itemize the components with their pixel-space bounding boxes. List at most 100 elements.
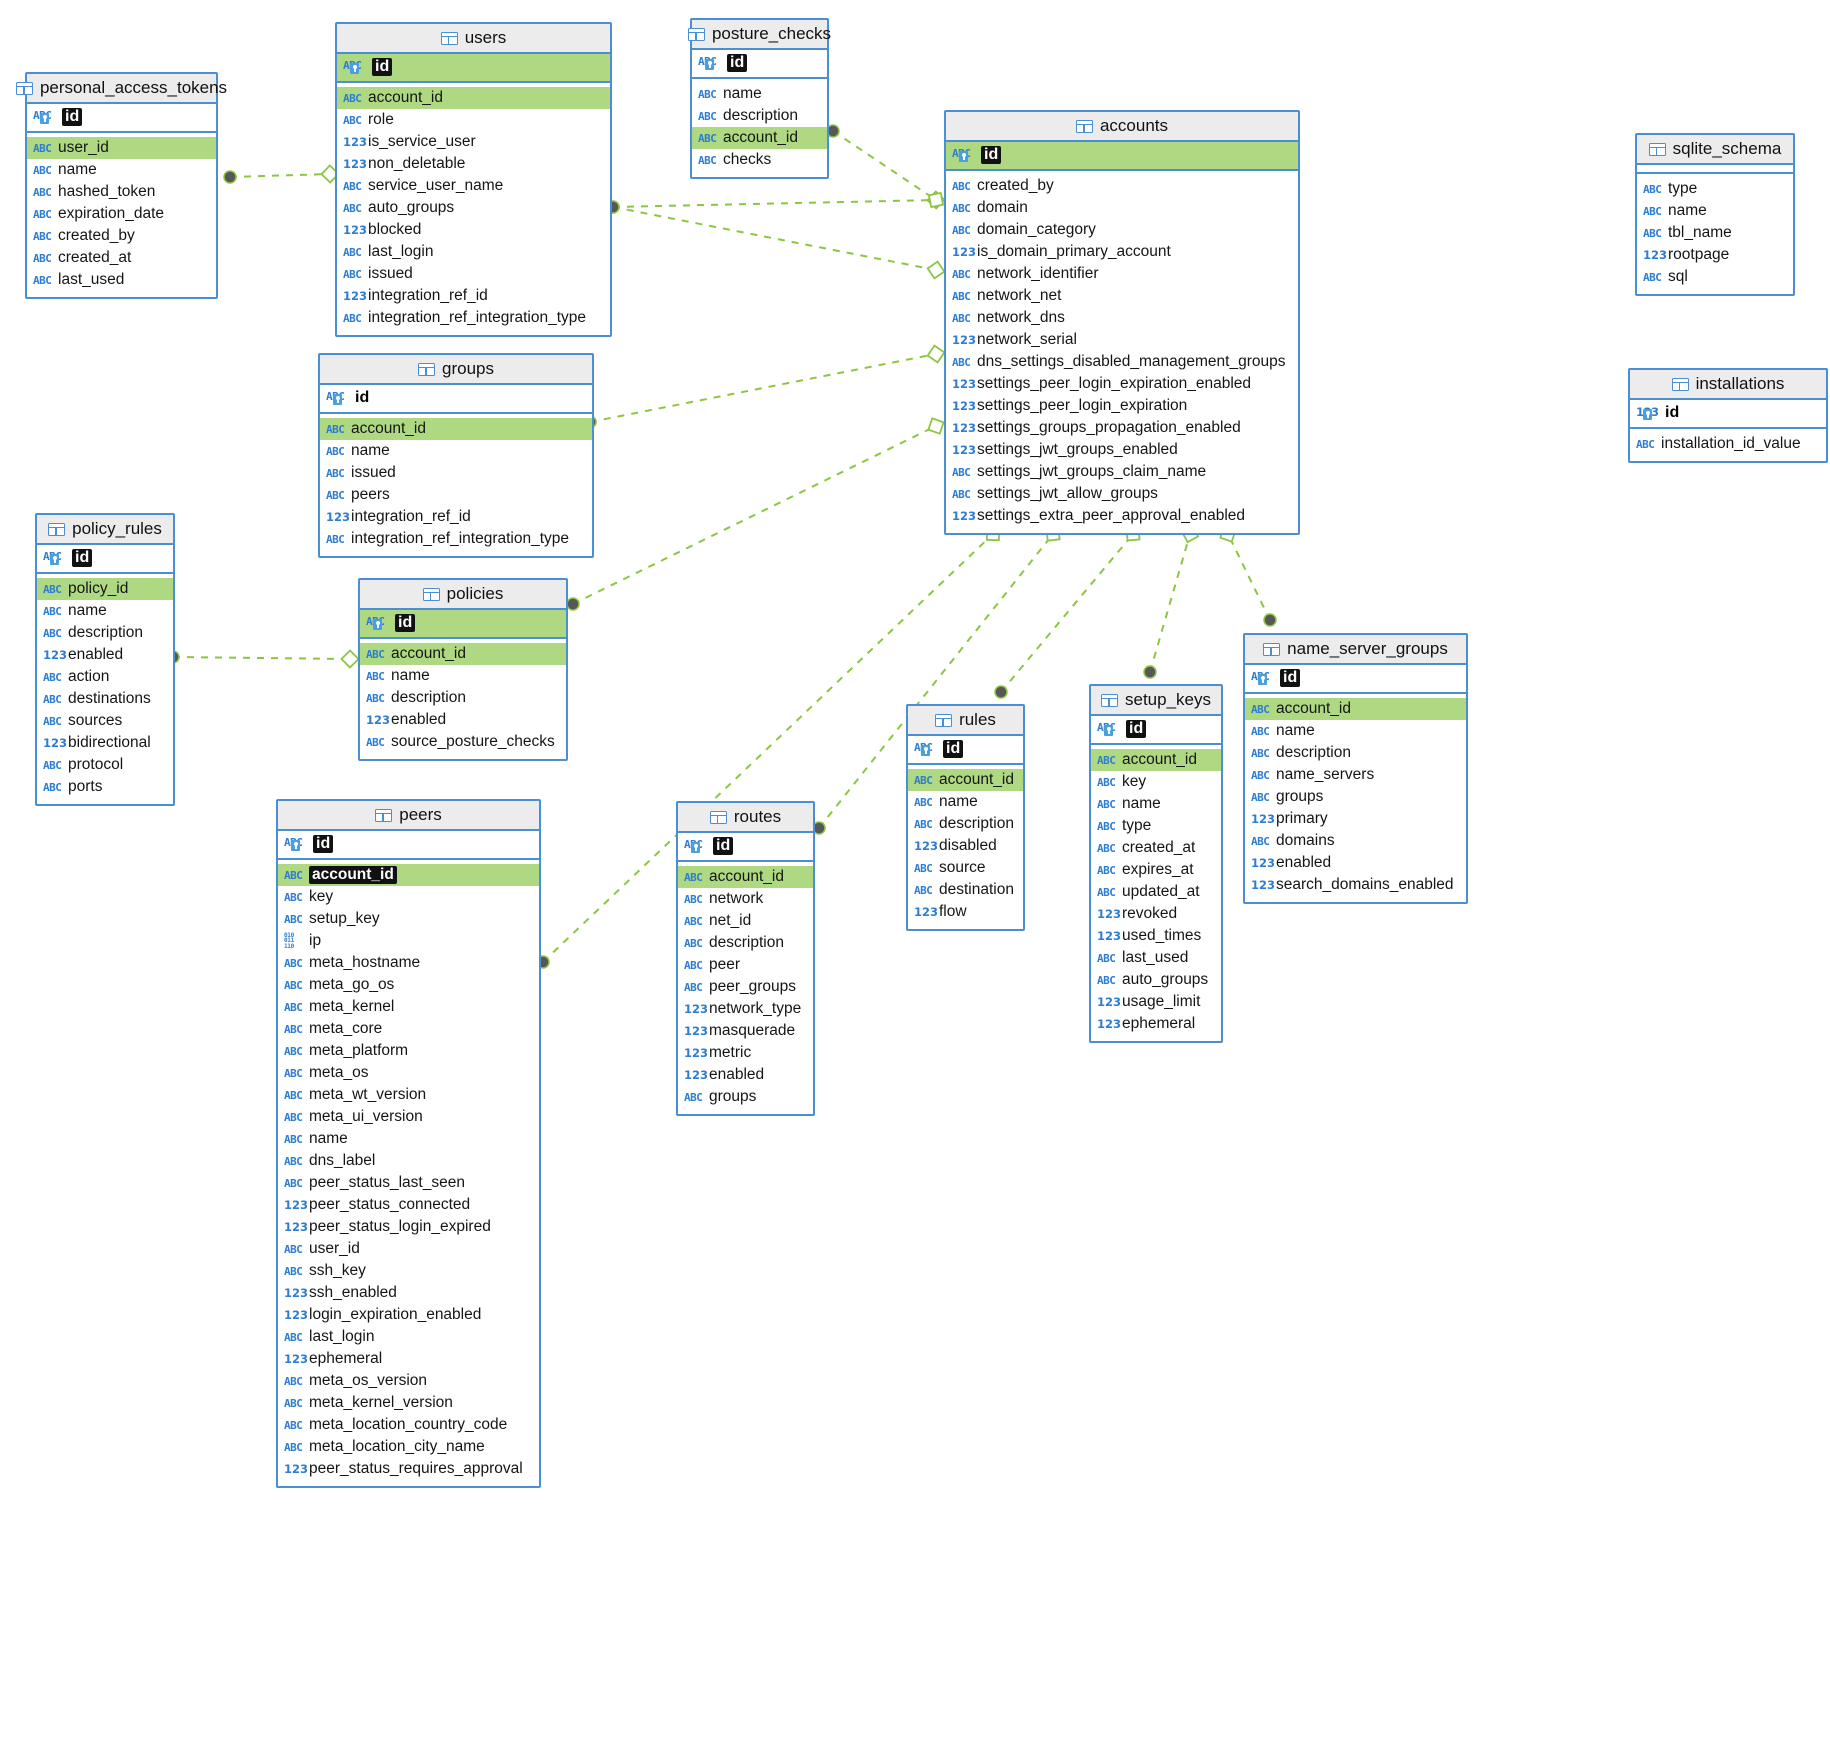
table-posture_checks[interactable]: posture_checksABCidABCnameABCdescription… [687, 18, 831, 179]
table-header-installations[interactable]: installations [1630, 370, 1826, 400]
table-header-accounts[interactable]: accounts [946, 112, 1298, 142]
table-policy_rules[interactable]: policy_rulesABCidABCpolicy_idABCnameABCd… [35, 513, 175, 806]
table-header-name_server_groups[interactable]: name_server_groups [1245, 635, 1466, 665]
primary-key-row-rules[interactable]: ABCid [908, 736, 1023, 765]
table-users[interactable]: usersABCidABCaccount_idABCrole123is_serv… [335, 22, 612, 337]
primary-key-row-peers[interactable]: ABCid [278, 831, 539, 860]
primary-key-row-policy_rules[interactable]: ABCid [37, 545, 173, 574]
table-setup_keys[interactable]: setup_keysABCidABCaccount_idABCkeyABCnam… [1089, 684, 1223, 1043]
table-header-rules[interactable]: rules [908, 706, 1023, 736]
primary-key-row-posture_checks[interactable]: ABCid [692, 50, 827, 79]
table-header-posture_checks[interactable]: posture_checks [687, 20, 831, 50]
table-header-sqlite_schema[interactable]: sqlite_schema [1637, 135, 1793, 165]
primary-key-row-installations[interactable]: 123id [1630, 400, 1826, 429]
table-header-personal_access_tokens[interactable]: personal_access_tokens [15, 74, 227, 104]
table-installations[interactable]: installations123idABCinstallation_id_val… [1628, 368, 1828, 463]
table-rules[interactable]: rulesABCidABCaccount_idABCnameABCdescrip… [906, 704, 1025, 931]
primary-key-row-name_server_groups[interactable]: ABCid [1245, 665, 1466, 694]
table-policies[interactable]: policiesABCidABCaccount_idABCnameABCdesc… [358, 578, 568, 761]
primary-key-row-setup_keys[interactable]: ABCid [1091, 716, 1221, 745]
table-groups[interactable]: groupsABCidABCaccount_idABCnameABCissued… [318, 353, 594, 558]
table-header-users[interactable]: users [337, 24, 610, 54]
